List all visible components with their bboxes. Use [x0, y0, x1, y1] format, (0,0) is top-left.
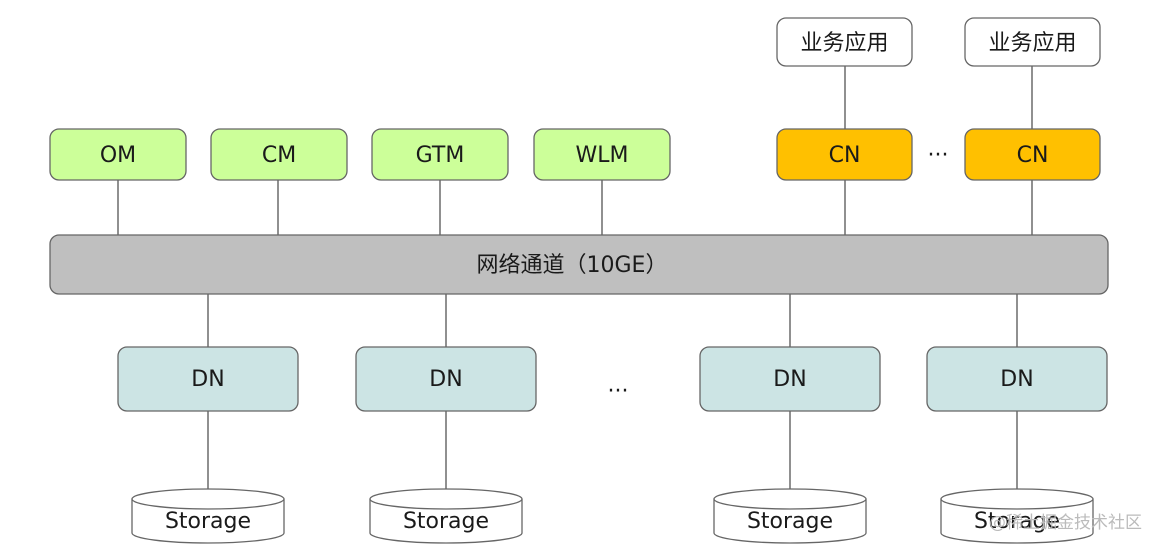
cm-label: CM	[262, 143, 296, 168]
dn-label: DN	[429, 367, 462, 392]
wlm-node: WLM	[533, 128, 671, 181]
network-bus-label: 网络通道（10GE）	[477, 253, 668, 278]
gtm-label: GTM	[416, 143, 465, 168]
gtm-node: GTM	[371, 128, 509, 181]
dn-box	[117, 346, 299, 412]
storage-body	[369, 499, 523, 544]
dn-label: DN	[1000, 367, 1033, 392]
dn-node: DN	[926, 346, 1108, 412]
business-app-box	[776, 17, 913, 67]
storage-label: Storage	[747, 509, 833, 534]
business-app-label: 业务应用	[800, 31, 888, 56]
dn-box	[699, 346, 881, 412]
storage-top	[713, 488, 867, 510]
cn-label: CN	[1017, 143, 1049, 168]
network-bus-box	[49, 234, 1109, 295]
cm-node: CM	[210, 128, 348, 181]
business-app-label: 业务应用	[988, 31, 1076, 56]
wlm-label: WLM	[576, 143, 629, 168]
dn-label: DN	[191, 367, 224, 392]
storage-top	[131, 488, 285, 510]
dn-box	[926, 346, 1108, 412]
gtm-box	[371, 128, 509, 181]
cn-node: CN	[964, 128, 1101, 181]
dn-box	[355, 346, 537, 412]
storage-node: Storage	[131, 488, 285, 544]
cn-label: CN	[829, 143, 861, 168]
storage-node: Storage	[369, 488, 523, 544]
storage-node: Storage	[940, 488, 1094, 544]
business-app-node: 业务应用	[776, 17, 913, 67]
cm-box	[210, 128, 348, 181]
dn-ellipsis: ···	[608, 379, 629, 404]
storage-label: Storage	[165, 509, 251, 534]
storage-top	[940, 488, 1094, 510]
cn-box	[964, 128, 1101, 181]
wlm-box	[533, 128, 671, 181]
storage-top	[369, 488, 523, 510]
business-app-box	[964, 17, 1101, 67]
storage-body	[713, 499, 867, 544]
storage-body	[940, 499, 1094, 544]
om-node: OM	[49, 128, 187, 181]
connectors	[117, 66, 1033, 492]
cn-node: CN	[776, 128, 913, 181]
storage-body	[131, 499, 285, 544]
dn-label: DN	[773, 367, 806, 392]
storage-label: Storage	[974, 509, 1060, 534]
storage-label: Storage	[403, 509, 489, 534]
storage-node: Storage	[713, 488, 867, 544]
network-bus: 网络通道（10GE）	[49, 234, 1109, 295]
dn-node: DN	[117, 346, 299, 412]
dn-node: DN	[699, 346, 881, 412]
om-box	[49, 128, 187, 181]
cn-ellipsis: ···	[928, 143, 949, 168]
dn-node: DN	[355, 346, 537, 412]
business-app-node: 业务应用	[964, 17, 1101, 67]
om-label: OM	[100, 143, 136, 168]
watermark-text: @稀土掘金技术社区	[989, 513, 1142, 533]
cn-box	[776, 128, 913, 181]
